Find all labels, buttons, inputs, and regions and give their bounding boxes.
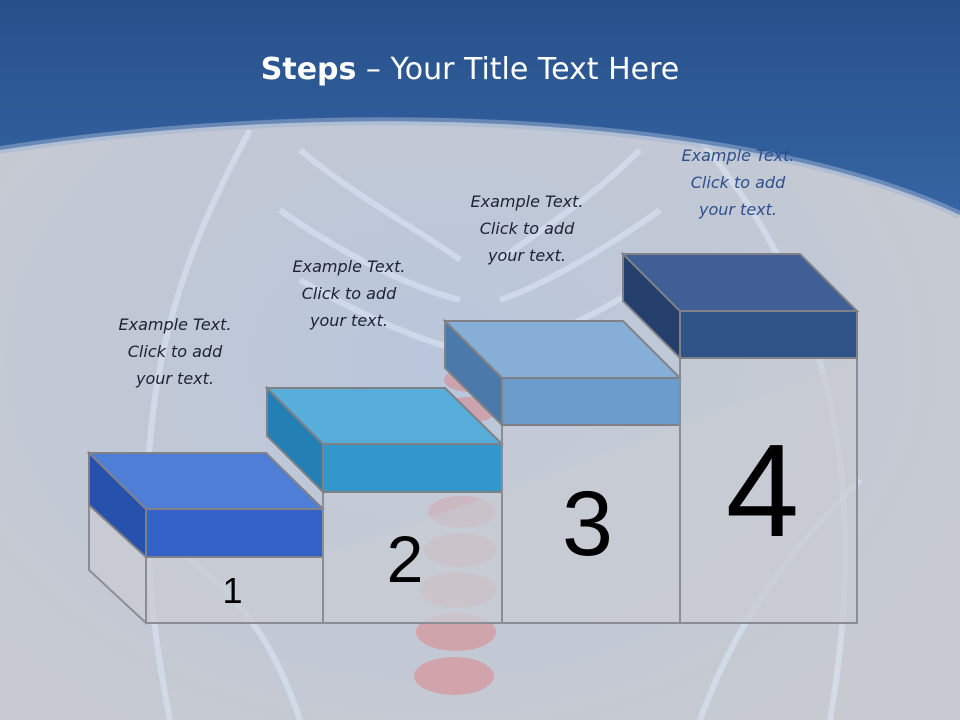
step-1-caption-line-3: your text. bbox=[135, 369, 214, 388]
step-4-number: 4 bbox=[725, 417, 800, 564]
step-1-caption-line-2: Click to add bbox=[127, 342, 223, 361]
step-3-block[interactable] bbox=[442, 318, 683, 428]
step-2-caption-line-2: Click to add bbox=[301, 284, 397, 303]
step-3-caption[interactable]: Example Text. Click to add your text. bbox=[447, 188, 607, 269]
step-1-block[interactable] bbox=[86, 450, 326, 560]
step-2-caption[interactable]: Example Text. Click to add your text. bbox=[269, 253, 429, 334]
step-3-caption-line-3: your text. bbox=[487, 246, 566, 265]
step-3-caption-line-2: Click to add bbox=[479, 219, 575, 238]
step-2-block[interactable] bbox=[264, 385, 505, 495]
title-rest: – Your Title Text Here bbox=[356, 52, 680, 87]
slide-title[interactable]: Steps – Your Title Text Here bbox=[0, 52, 940, 87]
title-bold: Steps bbox=[260, 52, 357, 87]
step-4-caption-line-2: Click to add bbox=[690, 173, 786, 192]
step-4-block[interactable] bbox=[620, 251, 860, 361]
step-3-caption-line-1: Example Text. bbox=[470, 192, 584, 211]
step-4-caption-line-1: Example Text. bbox=[681, 146, 795, 165]
step-2-caption-line-3: your text. bbox=[309, 311, 388, 330]
step-1-caption-line-1: Example Text. bbox=[118, 315, 232, 334]
step-2-number: 2 bbox=[386, 522, 424, 596]
header-arc bbox=[0, 117, 960, 219]
step-4-caption-line-3: your text. bbox=[698, 200, 777, 219]
step-3-number: 3 bbox=[561, 473, 614, 575]
step-2-caption-line-1: Example Text. bbox=[292, 257, 406, 276]
step-1-caption[interactable]: Example Text. Click to add your text. bbox=[95, 311, 255, 392]
step-1-number: 1 bbox=[222, 570, 243, 611]
step-4-caption[interactable]: Example Text. Click to add your text. bbox=[658, 142, 818, 223]
header-band bbox=[0, 0, 960, 215]
